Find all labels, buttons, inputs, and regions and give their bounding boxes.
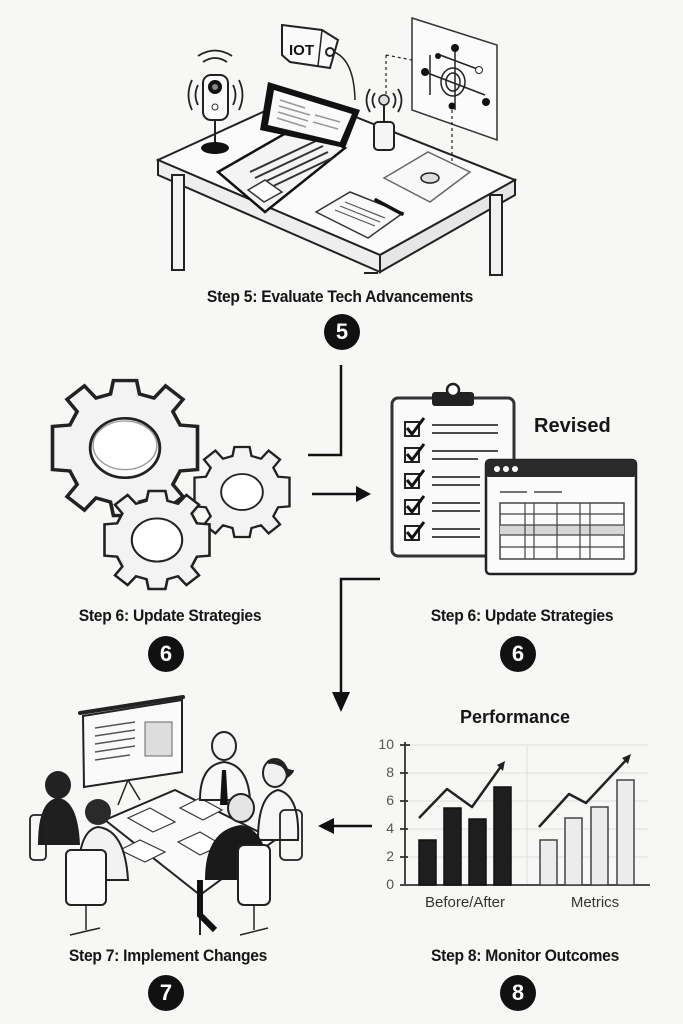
step-8-label: Step 8: Monitor Outcomes xyxy=(430,946,620,965)
step-6b-badge: 6 xyxy=(500,636,536,672)
step-6a-label: Step 6: Update Strategies xyxy=(78,606,262,625)
step-6b-label: Step 6: Update Strategies xyxy=(430,606,614,625)
trend-arrow-right xyxy=(538,757,629,828)
step-5-label: Step 5: Evaluate Tech Advancements xyxy=(206,287,474,306)
y-tick-0: 0 xyxy=(386,876,394,892)
step-8-badge: 8 xyxy=(500,975,536,1011)
checklist xyxy=(404,421,420,541)
tech-desk-illustration: IOT xyxy=(155,16,518,276)
y-tick-6: 6 xyxy=(386,792,394,808)
bars-before-after xyxy=(418,786,512,886)
connector-5-to-6 xyxy=(308,365,343,457)
connector-6-to-7 xyxy=(339,577,380,693)
chart-gridlines xyxy=(405,744,648,885)
step-7-label: Step 7: Implement Changes xyxy=(68,946,268,965)
y-tick-8: 8 xyxy=(386,764,394,780)
y-tick-2: 2 xyxy=(386,848,394,864)
gear-right-icon xyxy=(193,445,291,539)
y-tick-4: 4 xyxy=(386,820,394,836)
bars-metrics xyxy=(539,779,635,886)
step-6a-badge: 6 xyxy=(148,636,184,672)
gear-bottom-icon xyxy=(103,489,211,591)
arrow-left-icon xyxy=(318,818,334,834)
x-category-before-after: Before/After xyxy=(424,894,506,911)
gear-large-icon xyxy=(50,378,200,518)
revised-label: Revised xyxy=(534,415,611,437)
y-tick-10: 10 xyxy=(378,736,394,752)
arrow-right-icon xyxy=(356,486,371,502)
arrow-down-icon xyxy=(332,692,350,712)
step-5-badge: 5 xyxy=(324,314,360,350)
x-category-metrics: Metrics xyxy=(570,894,620,911)
iot-box-label: IOT xyxy=(289,42,314,59)
chart-title: Performance xyxy=(460,707,571,727)
step-7-badge: 7 xyxy=(148,975,184,1011)
trend-arrow-left xyxy=(418,764,504,819)
